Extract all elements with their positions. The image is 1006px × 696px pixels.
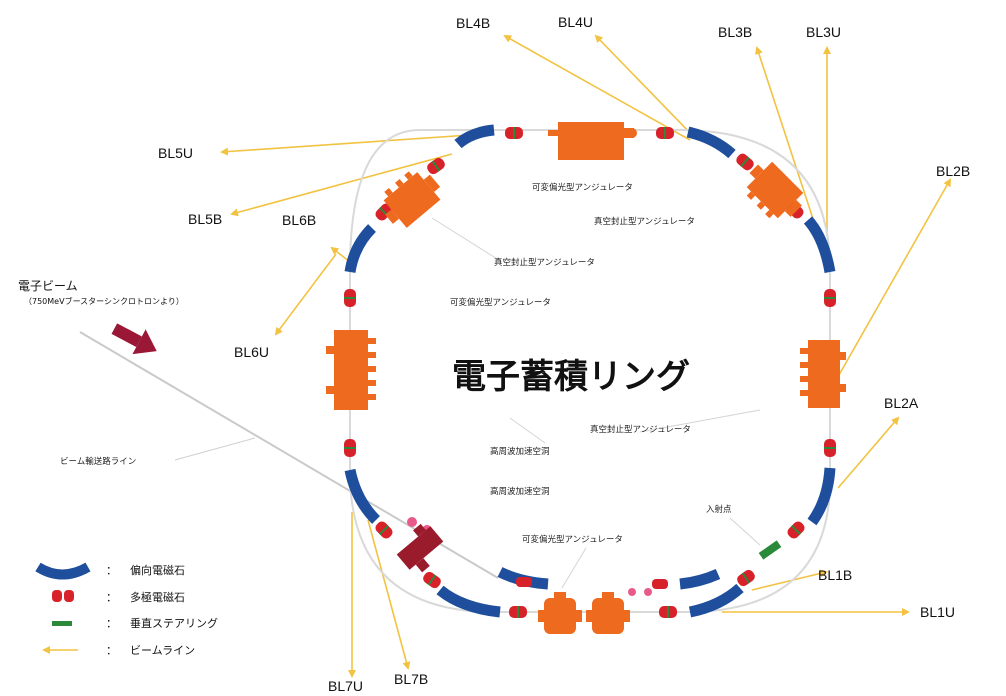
- dipole-magnet: [344, 224, 377, 273]
- label-bl7u: BL7U: [328, 678, 363, 694]
- label-bl6u: BL6U: [234, 344, 269, 360]
- dipole-magnet: [436, 585, 501, 618]
- beamline-bl4u: [594, 34, 696, 139]
- dipole-magnet: [807, 467, 836, 526]
- beamline-bl5b: [230, 153, 453, 217]
- multipole-magnets: [344, 127, 836, 618]
- injection-arrow-icon: [111, 323, 157, 355]
- electron-beam-source: （750MeVブースターシンクロトロンより）: [24, 296, 184, 306]
- beamline-bl3b: [755, 46, 816, 226]
- device-label-leaders: [431, 217, 761, 589]
- dipole-magnet: [344, 468, 380, 524]
- label-bl5b: BL5B: [188, 211, 222, 227]
- transport-line-label: ビーム輸送路ライン: [60, 456, 136, 467]
- label-bl4u: BL4U: [558, 14, 593, 30]
- dipole-magnet: [454, 124, 495, 149]
- label-bl2b: BL2B: [936, 163, 970, 179]
- transport-label-leader: [174, 437, 256, 461]
- label-bl3u: BL3U: [806, 24, 841, 40]
- dipole-magnet: [679, 568, 721, 590]
- undulator-var-bottom-label: 可変偏光型アンジュレータ: [522, 534, 623, 545]
- label-bl7b: BL7B: [394, 671, 428, 687]
- undulator-var-tl-label: 可変偏光型アンジュレータ: [450, 297, 551, 308]
- legend: ： 偏向電磁石 ： 多極電磁石 ： 垂直ステアリング ： ビームライン: [35, 562, 218, 657]
- undulator-vac-tl-label: 真空封止型アンジュレータ: [494, 257, 595, 268]
- svg-text:：: ：: [106, 591, 117, 604]
- injection-point-label: 入射点: [706, 504, 732, 515]
- dipole-magnet: [686, 126, 736, 159]
- label-bl5u: BL5U: [158, 145, 193, 161]
- undulator-top-left: [383, 171, 441, 228]
- beamline-bl5u: [220, 134, 471, 156]
- beamlines: [220, 34, 951, 678]
- insertion-devices: [326, 122, 846, 634]
- undulator-var-top-label: 可変偏光型アンジュレータ: [532, 182, 633, 193]
- label-bl1u: BL1U: [920, 604, 955, 620]
- legend-beamline-label: ビームライン: [130, 644, 195, 657]
- rf-cavity: [586, 592, 630, 634]
- label-bl3b: BL3B: [718, 24, 752, 40]
- undulator-left: [326, 330, 376, 410]
- beamline-bl6u: [274, 253, 337, 336]
- beamline-bl2b: [834, 178, 951, 383]
- legend-steering-icon: [52, 621, 72, 626]
- dipole-magnet: [688, 583, 744, 618]
- label-bl1b: BL1B: [818, 567, 852, 583]
- legend-steering-label: 垂直ステアリング: [130, 616, 218, 630]
- legend-multipole-icon: [52, 590, 74, 602]
- undulator-top: [548, 122, 637, 160]
- steering-magnet: [758, 540, 782, 560]
- svg-text:：: ：: [106, 644, 117, 657]
- electron-beam-label: 電子ビーム: [18, 279, 78, 293]
- svg-text:：: ：: [106, 617, 117, 630]
- rf-cavity: [538, 592, 582, 634]
- undulator-vac-right-label: 真空封止型アンジュレータ: [590, 424, 691, 435]
- label-bl6b: BL6B: [282, 212, 316, 228]
- beamline-bl1b: [751, 569, 828, 591]
- undulator-vac-tr-label: 真空封止型アンジュレータ: [594, 216, 695, 227]
- ring-title: 電子蓄積リング: [452, 357, 690, 397]
- legend-dipole-icon: [35, 562, 91, 580]
- legend-dipole-label: 偏向電磁石: [130, 563, 185, 577]
- rf-cavity-label-1: 高周波加速空洞: [490, 446, 550, 457]
- beamline-bl7b: [367, 519, 411, 670]
- injection-septum: [396, 523, 444, 573]
- undulator-right: [800, 340, 846, 408]
- beamline-bl4b: [503, 35, 691, 141]
- dipole-magnet: [803, 216, 836, 274]
- rf-cavity-label-2: 高周波加速空洞: [490, 486, 550, 497]
- beamline-bl2a: [837, 416, 900, 489]
- legend-multipole-label: 多極電磁石: [130, 590, 185, 604]
- svg-text:：: ：: [106, 564, 117, 577]
- beamline-bl6b: [330, 246, 351, 263]
- label-bl4b: BL4B: [456, 15, 490, 31]
- label-bl2a: BL2A: [884, 395, 919, 411]
